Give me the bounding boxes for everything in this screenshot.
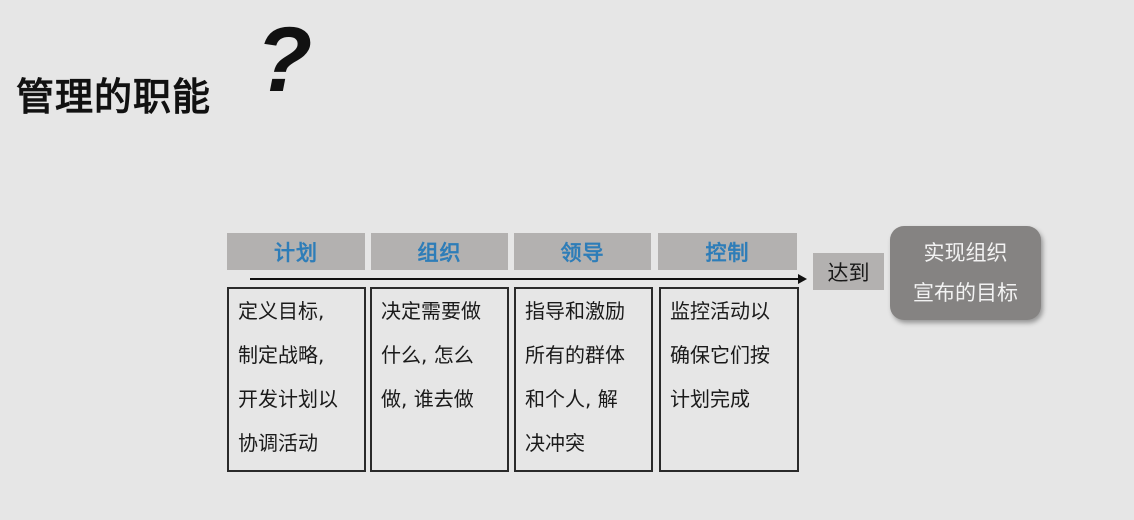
arrow-head-icon (798, 274, 807, 284)
description-line: 监控活动以 (670, 299, 770, 323)
description-line: 开发计划以 (238, 387, 338, 411)
description-line: 做, 谁去做 (381, 387, 474, 411)
description-line: 定义目标, (238, 299, 325, 323)
function-description-controlling: 监控活动以 确保它们按 计划完成 (659, 287, 799, 472)
question-mark-icon: ? (256, 9, 313, 111)
description-line: 决冲突 (525, 431, 585, 455)
function-header-leading: 领导 (514, 233, 651, 270)
description-line: 确保它们按 (670, 343, 770, 367)
description-line: 计划完成 (670, 387, 750, 411)
description-line: 所有的群体 (525, 343, 625, 367)
reach-label: 达到 (813, 253, 884, 290)
function-header-organizing: 组织 (371, 233, 508, 270)
description-line: 和个人, 解 (525, 387, 618, 411)
function-header-planning: 计划 (227, 233, 365, 270)
function-description-organizing: 决定需要做 什么, 怎么 做, 谁去做 (370, 287, 509, 472)
goal-line-1: 实现组织 (923, 241, 1008, 265)
process-arrow-line (250, 278, 800, 280)
description-line: 什么, 怎么 (381, 343, 474, 367)
goal-box: 实现组织 宣布的目标 (890, 226, 1041, 320)
slide-title: 管理的职能 (16, 75, 212, 119)
function-header-controlling: 控制 (658, 233, 797, 270)
description-line: 协调活动 (238, 431, 318, 455)
function-description-planning: 定义目标, 制定战略, 开发计划以 协调活动 (227, 287, 366, 472)
description-line: 决定需要做 (381, 299, 481, 323)
goal-line-2: 宣布的目标 (913, 281, 1018, 305)
description-line: 制定战略, (238, 343, 325, 367)
function-description-leading: 指导和激励 所有的群体 和个人, 解 决冲突 (514, 287, 653, 472)
description-line: 指导和激励 (525, 299, 625, 323)
